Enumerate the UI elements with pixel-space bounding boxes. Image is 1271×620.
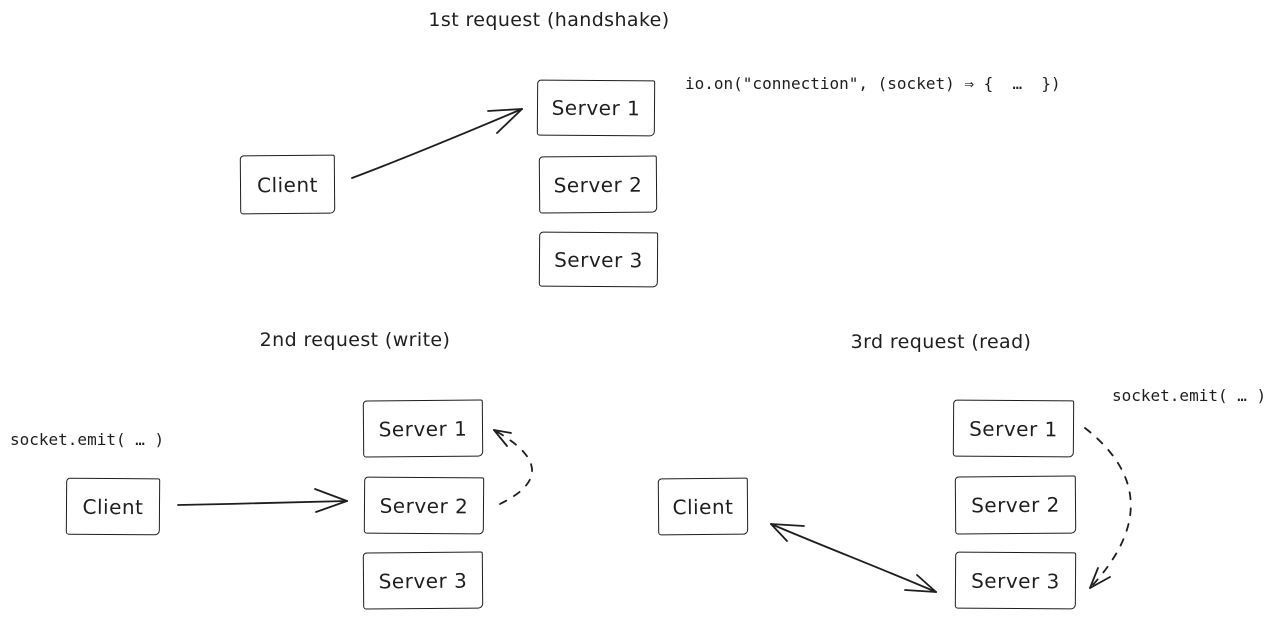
read-server-1-box: Server 1 — [952, 399, 1075, 458]
read-client-label: Client — [672, 494, 734, 519]
handshake-client-box: Client — [239, 154, 336, 215]
handshake-server-2-label: Server 2 — [553, 172, 643, 197]
write-server-2-box: Server 2 — [363, 476, 485, 535]
read-server-1-label: Server 1 — [969, 416, 1058, 441]
panel-handshake-code-annotation: io.on("connection", (socket) ⇒ { … }) — [685, 74, 1061, 93]
arrow-handshake-client-to-server1 — [351, 108, 523, 179]
arrow-read-server1-to-server3-dashed — [1084, 427, 1132, 589]
write-server-2-label: Server 2 — [379, 493, 469, 518]
panel-write-code-annotation: socket.emit( … ) — [10, 430, 165, 449]
write-client-box: Client — [65, 477, 161, 536]
read-server-2-box: Server 2 — [954, 475, 1077, 535]
arrow-write-server2-to-server1-dashed — [493, 429, 533, 505]
panel-handshake-title: 1st request (handshake) — [428, 9, 670, 31]
handshake-client-label: Client — [256, 172, 319, 197]
panel-read-title: 3rd request (read) — [850, 331, 1032, 353]
handshake-server-1-label: Server 1 — [551, 95, 641, 121]
handshake-server-1-box: Server 1 — [536, 79, 656, 137]
write-server-3-box: Server 3 — [362, 551, 484, 610]
read-client-box: Client — [657, 477, 749, 536]
read-server-3-box: Server 3 — [954, 551, 1077, 610]
read-server-3-label: Server 3 — [971, 568, 1060, 593]
arrow-read-server3-to-client-bidirectional — [770, 523, 937, 593]
handshake-server-3-box: Server 3 — [538, 231, 659, 288]
read-server-2-label: Server 2 — [971, 492, 1060, 518]
panel-read-code-annotation: socket.emit( … ) — [1112, 386, 1267, 405]
write-server-1-box: Server 1 — [362, 399, 484, 458]
arrow-write-client-to-server2 — [177, 488, 348, 513]
handshake-server-3-label: Server 3 — [554, 247, 643, 272]
write-server-3-label: Server 3 — [378, 568, 468, 593]
handshake-server-2-box: Server 2 — [538, 155, 658, 214]
panel-write-title: 2nd request (write) — [259, 329, 451, 351]
write-server-1-label: Server 1 — [378, 416, 468, 441]
write-client-label: Client — [82, 494, 144, 519]
